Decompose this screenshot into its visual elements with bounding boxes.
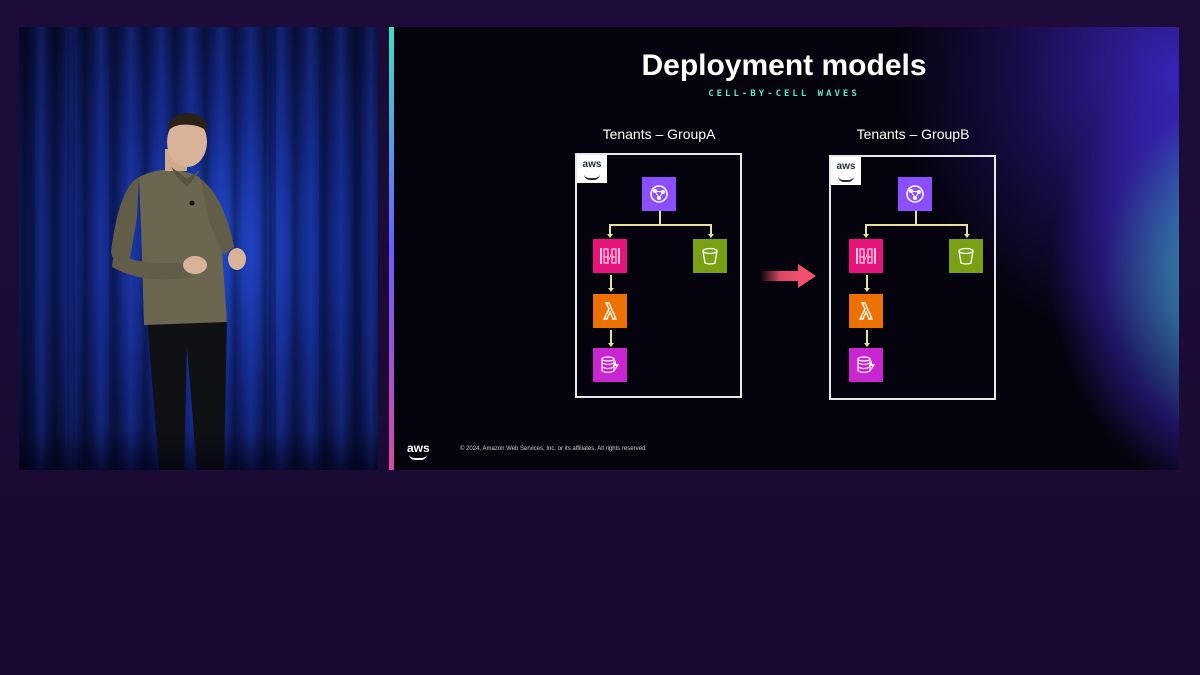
- copyright-notice: © 2024, Amazon Web Services, Inc. or its…: [460, 446, 647, 452]
- speaker-video: [19, 27, 378, 470]
- lambda-icon: [849, 294, 883, 328]
- api-gateway-icon: </>: [849, 239, 883, 273]
- footer-aws-logo: aws: [407, 441, 430, 460]
- speaker-figure: [29, 27, 362, 470]
- transition-arrow-icon: [760, 264, 816, 288]
- group-b-title: Tenants – GroupB: [856, 126, 970, 142]
- dynamodb-icon: [849, 348, 883, 382]
- aws-logo-icon: aws: [831, 157, 861, 185]
- cloudfront-icon: [898, 177, 932, 211]
- cloudfront-icon: [642, 177, 676, 211]
- slide-accent-bar: [389, 27, 394, 470]
- group-b-cell: aws </>: [829, 155, 996, 400]
- lambda-icon: [593, 294, 627, 328]
- group-a-cell: aws </>: [575, 153, 742, 398]
- s3-bucket-icon: [949, 239, 983, 273]
- presentation-slide: Deployment models CELL-BY-CELL WAVES Ten…: [389, 27, 1179, 470]
- dynamodb-icon: [593, 348, 627, 382]
- api-gateway-icon: </>: [593, 239, 627, 273]
- aws-logo-icon: aws: [577, 155, 607, 183]
- svg-text:</>: </>: [605, 254, 616, 261]
- group-a-title: Tenants – GroupA: [602, 126, 716, 142]
- svg-text:</>: </>: [861, 254, 872, 261]
- s3-bucket-icon: [693, 239, 727, 273]
- slide-title: Deployment models: [641, 49, 927, 82]
- stage-floor: [19, 430, 378, 470]
- slide-subtitle: CELL-BY-CELL WAVES: [708, 89, 860, 99]
